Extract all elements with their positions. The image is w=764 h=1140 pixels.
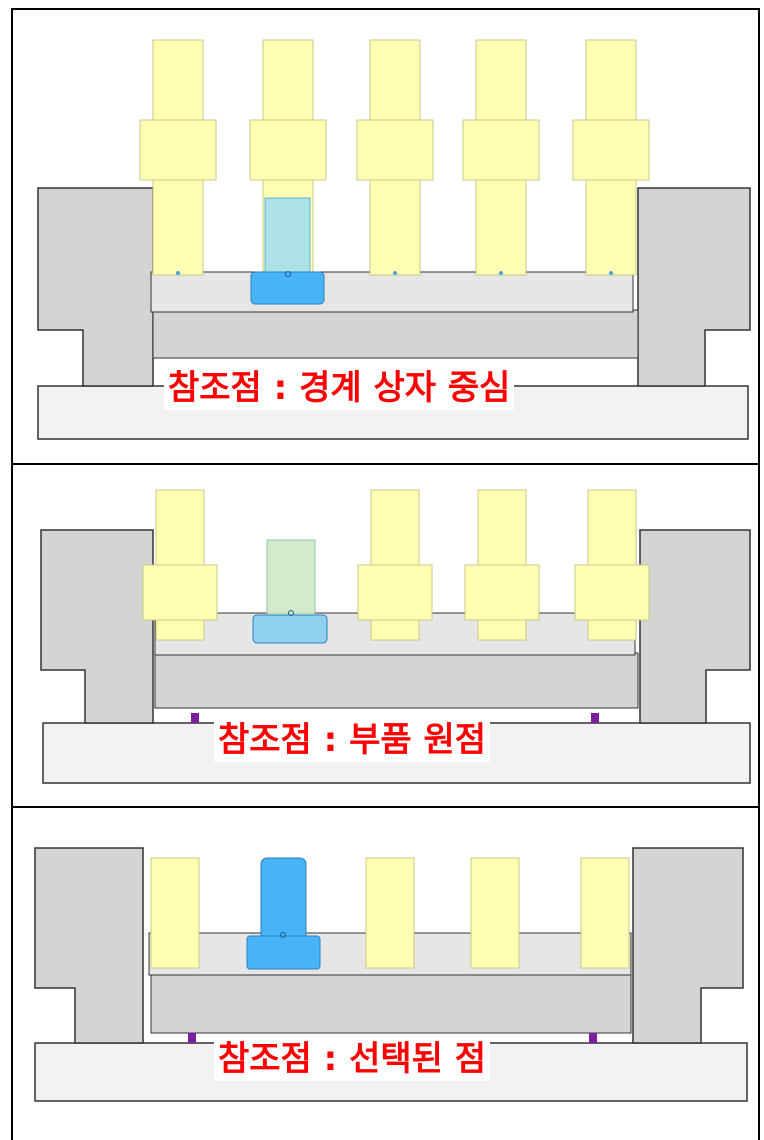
reference-point-label: 참조점 : 선택된 점: [214, 1037, 491, 1081]
panel-bounding-box-center: 참조점 : 경계 상자 중심: [11, 8, 760, 465]
ejector-pins: [142, 489, 650, 641]
selected-part: [246, 857, 321, 970]
ejector-pins: [139, 39, 650, 276]
mold-assembly-drawing: [40, 489, 751, 784]
panel-part-origin: 참조점 : 부품 원점: [11, 463, 760, 808]
mold-assembly-drawing: [34, 847, 748, 1102]
ejector-pins: [150, 857, 630, 969]
panel-selected-point: 참조점 : 선택된 점: [11, 806, 760, 1140]
reference-point-label: 참조점 : 부품 원점: [214, 718, 491, 762]
reference-point-label: 참조점 : 경계 상자 중심: [164, 366, 515, 410]
selected-part: [252, 539, 328, 644]
selected-part: [250, 197, 325, 305]
mold-assembly-drawing: [37, 39, 751, 440]
